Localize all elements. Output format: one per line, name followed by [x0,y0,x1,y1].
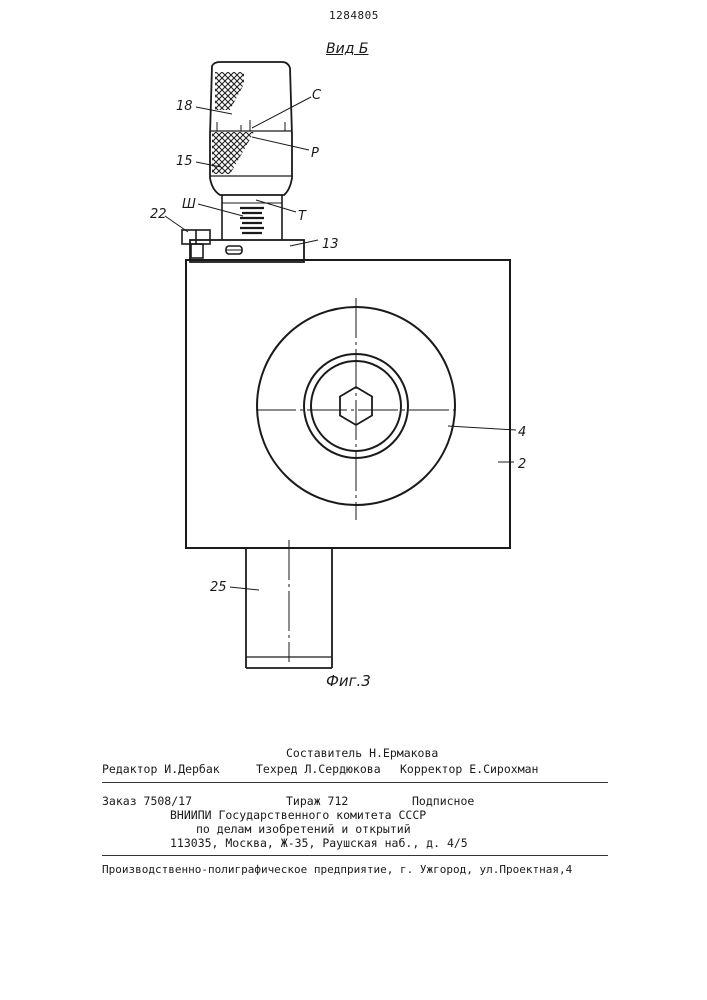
address-line: 113035, Москва, Ж-35, Раушская наб., д. … [170,836,468,850]
divider-top [102,782,608,783]
org-line-2: по делам изобретений и открытий [196,822,411,836]
printer-line: Производственно-полиграфическое предприя… [102,863,572,877]
compiler-line: Составитель Н.Ермакова [286,746,438,760]
corrector-line: Корректор Е.Сирохман [400,762,538,776]
divider-bottom [102,855,608,856]
techred-line: Техред Л.Сердюкова [256,762,381,776]
subscription-line: Подписное [412,794,474,808]
org-line-1: ВНИИПИ Государственного комитета СССР [170,808,426,822]
circulation-line: Тираж 712 [286,794,348,808]
editor-line: Редактор И.Дербак [102,762,220,776]
order-line: Заказ 7508/17 [102,794,192,808]
